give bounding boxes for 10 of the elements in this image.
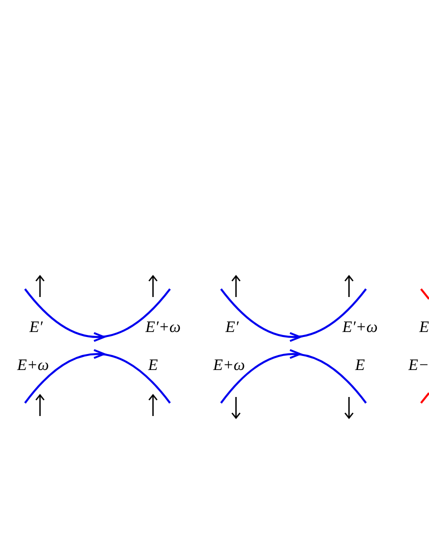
energy-label: E+ω [213,358,245,374]
energy-label: E′+ω [342,320,378,336]
energy-label: E− [408,358,429,374]
energy-label: E [419,320,429,336]
energy-label: E [148,358,158,374]
energy-label: E [355,358,365,374]
energy-label: E+ω [17,358,49,374]
energy-label: E′ [29,320,43,336]
energy-label: E′ [225,320,239,336]
energy-label: E′+ω [145,320,181,336]
